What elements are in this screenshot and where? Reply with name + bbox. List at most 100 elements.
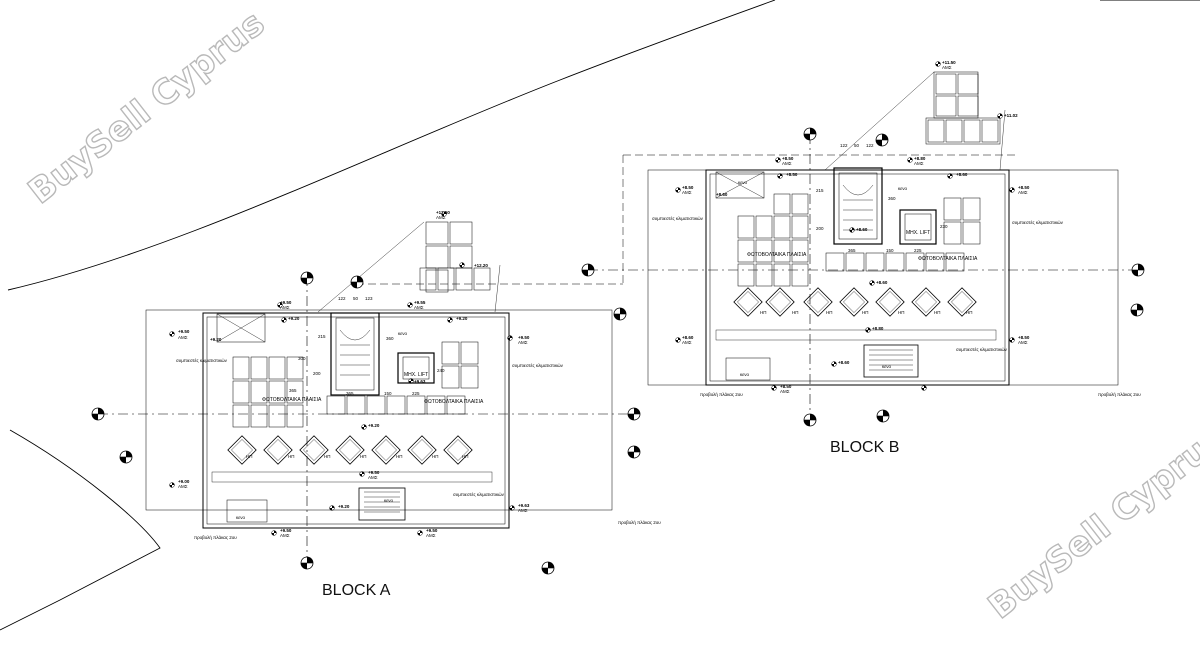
site-boundary: [0, 0, 1200, 631]
dimension: 122: [840, 143, 848, 148]
block-b-void-1: κενο: [738, 180, 748, 185]
block-b-title: BLOCK B: [830, 439, 899, 456]
level-value: +11.50: [942, 60, 956, 65]
level-value: +8.80: [914, 156, 926, 161]
level-sub: ΑΜΣ: [942, 65, 952, 70]
level-sub: ΑΜΣ: [178, 484, 188, 489]
level-sub: ΑΜΣ: [914, 161, 924, 166]
level-value: +9.50: [178, 329, 190, 334]
dimension: 365: [289, 388, 297, 393]
level-value: +9.63: [414, 379, 426, 384]
level-sub: ΑΜΣ: [682, 190, 692, 195]
block-a-plan: [98, 221, 634, 565]
heater-label: ΗΠ: [934, 310, 941, 315]
level-value: +9.50: [518, 335, 530, 340]
dimension: 300: [298, 356, 306, 361]
block-b-labels: BLOCK B ΦΩΤΟΒΟΛΤΑΙΚΑ ΠΛΑΙΣΙΑ ΦΩΤΟΒΟΛΤΑΙΚ…: [652, 60, 1141, 456]
dimension: 365: [346, 391, 354, 396]
heater-label: ΗΠ: [324, 454, 331, 459]
dimension: 225: [914, 248, 922, 253]
dimension: 150: [384, 391, 392, 396]
level-value: +9.55: [414, 300, 426, 305]
level-sub: ΑΜΣ: [1018, 340, 1028, 345]
dimension: 122: [866, 143, 874, 148]
level-value: +11.02: [1004, 113, 1018, 118]
heater-label: ΗΠ: [360, 454, 367, 459]
block-a-pv-label: ΦΩΤΟΒΟΛΤΑΙΚΑ ΠΛΑΙΣΙΑ: [262, 397, 322, 403]
dimension: 50: [353, 296, 359, 301]
watermarks: BuySell Cyprus BuySell Cyprus: [20, 3, 1200, 628]
level-value: +8.50: [1018, 335, 1030, 340]
block-b-slab-right: προβολή πλάκας 2ου: [1098, 391, 1141, 397]
level-value: +8.60: [716, 192, 728, 197]
block-b-lift: ΜΗΧ. LIFT: [906, 230, 930, 236]
level-sub: ΑΜΣ: [436, 215, 446, 220]
level-symbols: [169, 61, 1015, 536]
level-sub: ΑΜΣ: [426, 533, 436, 538]
block-b-ac-left: συμπιεστές κλιματιστικών: [652, 215, 704, 221]
level-sub: ΑΜΣ: [518, 508, 528, 513]
heater-label: ΗΠ: [462, 454, 469, 459]
level-value: +8.50: [786, 172, 798, 177]
dimension: 150: [886, 248, 894, 253]
block-a-title: BLOCK A: [322, 582, 391, 599]
heater-label: ΗΠ: [396, 454, 403, 459]
level-value: +9.20: [288, 316, 300, 321]
level-value: +9.20: [338, 504, 350, 509]
level-value: +9.50: [280, 300, 292, 305]
dimension: 230: [940, 224, 948, 229]
level-value: +9.50: [280, 528, 292, 533]
block-a-heaters: [227, 435, 473, 465]
level-sub: ΑΜΣ: [368, 475, 378, 480]
dimension: 200: [313, 371, 321, 376]
watermark-bottom-right: BuySell Cyprus: [981, 418, 1200, 627]
level-sub: ΑΜΣ: [1018, 190, 1028, 195]
block-b-ac-right: συμπιεστές κλιματιστικών: [1012, 219, 1064, 225]
block-a-ac-right: συμπιεστές κλιματιστικών: [512, 362, 564, 368]
level-value: +8.50: [780, 384, 792, 389]
block-a-ac-left: συμπιεστές κλιματιστικών: [176, 357, 228, 363]
heater-label: ΗΠ: [246, 454, 253, 459]
dimension: 365: [848, 248, 856, 253]
block-a-ac-bottom: συμπιεστές κλιματιστικών: [453, 491, 505, 497]
level-value: +9.63: [518, 503, 530, 508]
level-value: +8.60: [682, 335, 694, 340]
dimension: 225: [412, 391, 420, 396]
level-value: +9.50: [368, 470, 380, 475]
level-value: +8.80: [872, 326, 884, 331]
block-b-axis-marks: [581, 127, 1145, 427]
dimension: 200: [816, 226, 824, 231]
level-sub: ΑΜΣ: [414, 305, 424, 310]
block-a-axis-marks: [91, 271, 641, 575]
heater-label: ΗΠ: [862, 310, 869, 315]
level-sub: ΑΜΣ: [782, 161, 792, 166]
heater-label: ΗΠ: [792, 310, 799, 315]
level-value: +8.60: [956, 172, 968, 177]
dimension: 240: [437, 368, 445, 373]
dimension: 50: [854, 143, 860, 148]
dimension: 215: [816, 188, 824, 193]
dimension: 122: [338, 296, 346, 301]
dimension: 360: [386, 336, 394, 341]
heater-label: ΗΠ: [898, 310, 905, 315]
level-value: +8.50: [1018, 185, 1030, 190]
level-value: +12.50: [436, 210, 450, 215]
level-sub: ΑΜΣ: [682, 340, 692, 345]
block-a-void-1: κενο: [398, 331, 408, 336]
dimension: 360: [888, 196, 896, 201]
dimension: 123: [365, 296, 373, 301]
level-value: +8.60: [838, 360, 850, 365]
block-a-void-2: κενο: [236, 515, 246, 520]
block-b-plan: [588, 71, 1140, 422]
level-value: +9.20: [368, 423, 380, 428]
dimension: 215: [318, 334, 326, 339]
heater-label: ΗΠ: [760, 310, 767, 315]
watermark-top-left: BuySell Cyprus: [21, 3, 272, 212]
block-a-labels: BLOCK A ΦΩΤΟΒΟΛΤΑΙΚΑ ΠΛΑΙΣΙΑ ΦΩΤΟΒΟΛΤΑΙΚ…: [176, 210, 661, 599]
block-b-void-3: κενο: [740, 372, 750, 377]
heater-label: ΗΠ: [826, 310, 833, 315]
level-value: +8.50: [782, 156, 794, 161]
block-b-pv-label-2: ΦΩΤΟΒΟΛΤΑΙΚΑ ΠΛΑΙΣΙΑ: [918, 256, 978, 262]
level-value: +9.20: [456, 316, 468, 321]
heater-label: ΗΠ: [966, 310, 973, 315]
